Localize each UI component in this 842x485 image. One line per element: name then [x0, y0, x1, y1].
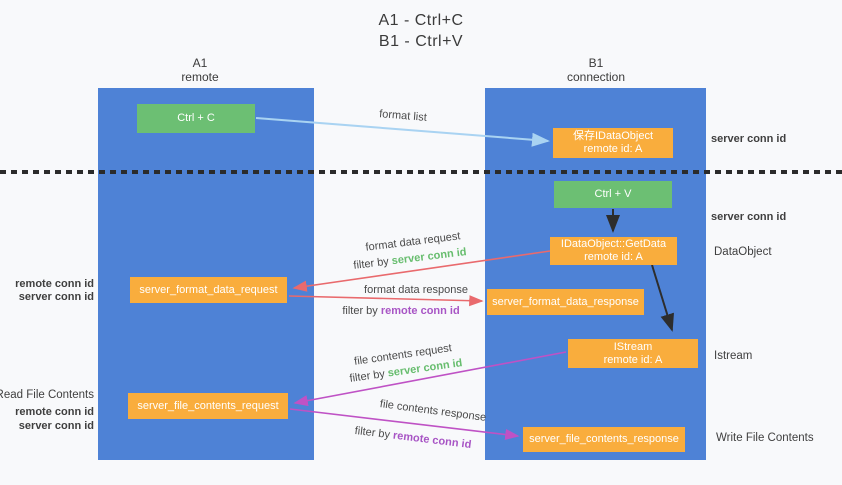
node-idataobject-getdata-line2: remote id: A	[584, 251, 643, 263]
right-server-conn-id-mid-label: server conn id	[711, 211, 787, 223]
node-server-file-contents-response-label: server_file_contents_response	[529, 433, 679, 445]
filter-key-remote-conn-id: remote conn id	[380, 305, 460, 317]
read-file-contents-label: Read File Contents	[0, 389, 94, 401]
node-save-idataobject-line2: remote id: A	[583, 143, 643, 155]
node-idataobject-getdata: IDataObject::GetData remote id: A	[550, 237, 677, 265]
diagram-title: A1 - Ctrl+C B1 - Ctrl+V	[0, 10, 842, 52]
format-data-response-filter-label: filter by remote conn id	[342, 305, 459, 317]
node-istream-line2: remote id: A	[603, 353, 663, 366]
node-ctrl-c-label: Ctrl + C	[177, 112, 215, 124]
node-server-file-contents-response: server_file_contents_response	[523, 427, 685, 452]
node-istream: IStream remote id: A	[568, 339, 698, 368]
node-save-idataobject: 保存IDataObject remote id: A	[553, 128, 673, 158]
lifeline-a1-id: A1	[192, 56, 208, 70]
lifeline-b1-id: B1	[588, 56, 604, 70]
title-line-2: B1 - Ctrl+V	[378, 33, 464, 50]
node-server-format-data-request: server_format_data_request	[130, 277, 287, 303]
format-data-response-arrow	[288, 295, 484, 307]
file-contents-response-filter-label: filter by remote conn id	[354, 425, 472, 451]
node-server-format-data-response-label: server_format_data_response	[492, 295, 639, 308]
title-line-1: A1 - Ctrl+C	[378, 12, 464, 29]
filter-prefix: filter by	[352, 255, 393, 272]
right-server-conn-id-top-label: server conn id	[711, 133, 787, 145]
filter-prefix: filter by	[354, 424, 394, 442]
filter-prefix: filter by	[342, 305, 381, 317]
node-ctrl-v-label: Ctrl + V	[594, 188, 632, 200]
node-server-file-contents-request: server_file_contents_request	[128, 393, 288, 419]
node-save-idataobject-line1: 保存IDataObject	[572, 130, 654, 142]
filter-prefix: filter by	[348, 367, 389, 385]
node-idataobject-getdata-line1: IDataObject::GetData	[560, 238, 667, 250]
node-server-file-contents-request-label: server_file_contents_request	[137, 399, 279, 412]
left-remote-conn-id-bottom-label: remote conn id	[15, 406, 94, 418]
node-ctrl-c: Ctrl + C	[137, 104, 255, 133]
istream-label: Istream	[714, 350, 753, 362]
node-ctrl-v: Ctrl + V	[554, 181, 672, 208]
node-istream-line1: IStream	[613, 340, 653, 353]
node-server-format-data-response: server_format_data_response	[487, 289, 644, 315]
lifeline-a1-role: remote	[181, 70, 219, 84]
session-separator-dotted-line	[0, 170, 842, 174]
left-server-conn-id-bottom-label: server conn id	[18, 420, 94, 432]
lifeline-header-b1: B1 connection	[516, 56, 676, 84]
dataobject-label: DataObject	[714, 246, 772, 258]
lifeline-b1-role: connection	[566, 70, 626, 84]
filter-key-remote-conn-id: remote conn id	[392, 429, 472, 452]
format-list-label: format list	[378, 108, 428, 124]
left-remote-conn-id-top-label: remote conn id	[15, 278, 94, 290]
lifeline-header-a1: A1 remote	[120, 56, 280, 84]
node-server-format-data-request-label: server_format_data_request	[139, 283, 278, 296]
write-file-contents-label: Write File Contents	[716, 432, 814, 444]
format-data-response-label: format data response	[364, 284, 468, 296]
left-server-conn-id-top-label: server conn id	[18, 291, 94, 303]
file-contents-response-label: file contents response	[379, 398, 487, 424]
